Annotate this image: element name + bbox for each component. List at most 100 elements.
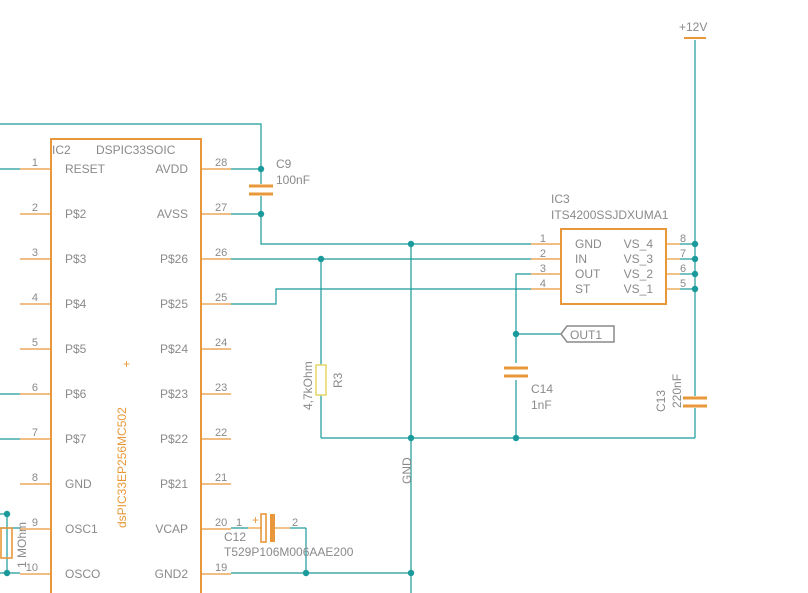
r3-value: 4,7kOhm [301, 361, 315, 410]
junction [257, 210, 265, 218]
ic2-value: dsPIC33EP256MC502 [115, 407, 129, 528]
ic3-ref: IC3 [551, 192, 570, 206]
c14-ref: C14 [531, 382, 553, 396]
r-left-value: 1 MOhm [15, 522, 29, 568]
ic2-pin-number: 6 [32, 382, 38, 394]
ic2-pin-name: P$22 [160, 432, 188, 446]
power-12v: +12V [679, 20, 707, 39]
ic2-pin-number: 9 [32, 517, 38, 529]
ic2-pin-number: 10 [26, 562, 38, 574]
ic2-pin-name: GND2 [155, 567, 189, 581]
ic2-package: DSPIC33SOIC [96, 143, 176, 157]
r-left-body [0, 527, 13, 559]
capacitor-c13[interactable]: C13 220nF [654, 374, 707, 412]
junction [407, 240, 415, 248]
ic2-pin-name: P$3 [65, 252, 87, 266]
ic3-pin-number: 5 [680, 278, 686, 290]
ic3-pin-name: VS_1 [624, 282, 654, 296]
ic2-pin-number: 3 [32, 247, 38, 259]
ic3-pin-name: ST [575, 282, 591, 296]
junction [512, 330, 520, 338]
ic2-pin-name: AVDD [156, 162, 189, 176]
wire-out [515, 273, 531, 363]
c12-plate-negative [270, 514, 275, 542]
junction [3, 510, 11, 518]
ic3-pin-number: 6 [680, 263, 686, 275]
ic3-pin-number: 3 [540, 263, 546, 275]
c14-value: 1nF [531, 398, 552, 412]
junction [407, 434, 415, 442]
junction [691, 240, 699, 248]
ic3-pin-name: GND [575, 237, 602, 251]
c12-pin1: 1 [236, 517, 242, 529]
junction [691, 255, 699, 263]
out1-label: OUT1 [570, 328, 602, 342]
ic2-pin-number: 28 [215, 157, 227, 169]
ic2-pin-name: P$7 [65, 432, 87, 446]
power-12v-label: +12V [679, 20, 707, 34]
capacitor-c14[interactable]: C14 1nF [504, 366, 553, 412]
ic2-pin-number: 24 [215, 337, 227, 349]
c9-value: 100nF [276, 173, 310, 187]
ic2-pin-name: P$2 [65, 207, 87, 221]
ic2-pin-name: AVSS [157, 207, 188, 221]
junction [691, 270, 699, 278]
ic2-pin-number: 27 [215, 202, 227, 214]
ic2-pin-number: 8 [32, 472, 38, 484]
c9-ref: C9 [276, 157, 292, 171]
ic3-body [560, 228, 667, 305]
ic2-ref: IC2 [52, 143, 71, 157]
ic2-pin-name: P$23 [160, 387, 188, 401]
ic3-pin-name: VS_4 [624, 237, 654, 251]
ic2-pin-number: 4 [32, 292, 38, 304]
junction [407, 569, 415, 577]
ic2-pin-name: P$25 [160, 297, 188, 311]
ic3-pin-name: OUT [575, 267, 601, 281]
r3-ref: R3 [331, 372, 345, 388]
resistor-r3[interactable]: R3 4,7kOhm [301, 361, 345, 410]
ic2-pin-number: 19 [215, 562, 227, 574]
out1-port-shape [560, 325, 615, 343]
ic2-pin-number: 20 [215, 517, 227, 529]
ic2-pin-name: P$6 [65, 387, 87, 401]
ic2-pin-name: P$26 [160, 252, 188, 266]
ic2-pin-name: P$21 [160, 477, 188, 491]
ic2-pin-number: 7 [32, 427, 38, 439]
ic2-pin-name: P$4 [65, 297, 87, 311]
ic2-pin-name: GND [65, 477, 92, 491]
capacitor-c9[interactable]: C9 100nF [249, 157, 310, 196]
wire-top-avdd [0, 123, 262, 169]
resistor-left[interactable]: 1 MOhm [0, 522, 29, 568]
ic3-value: ITS4200SSJDXUMA1 [551, 208, 669, 222]
junction [257, 165, 265, 173]
ic2-pin-name: RESET [65, 162, 106, 176]
c13-value: 220nF [670, 374, 684, 408]
ic2-pin-number: 21 [215, 472, 227, 484]
ic2-pin-number: 5 [32, 337, 38, 349]
junction [512, 434, 520, 442]
ic2-pin-number: 26 [215, 247, 227, 259]
ic3-pin-name: VS_2 [624, 267, 654, 281]
c12-plate-positive [260, 513, 267, 543]
ic2-pin-name: OSC1 [65, 522, 98, 536]
ic2-pin-name: P$24 [160, 342, 188, 356]
ic3-pin-number: 2 [540, 248, 546, 260]
wire-avss-gnd [260, 214, 531, 245]
out1-port[interactable]: OUT1 [560, 325, 615, 343]
ic2-right-pins: 28AVDD27AVSS26P$2625P$2524P$2423P$2322P$… [155, 157, 231, 581]
r3-body [315, 364, 327, 396]
junction [691, 285, 699, 293]
c12-value: T529P106M006AAE200 [224, 545, 354, 559]
capacitor-c12[interactable]: + 1 2 C12 T529P106M006AAE200 [224, 513, 354, 559]
ic3-pin-name: VS_3 [624, 252, 654, 266]
wires [0, 40, 696, 593]
ic2-body [50, 138, 202, 593]
c13-ref: C13 [654, 390, 668, 412]
junctions [3, 165, 699, 577]
